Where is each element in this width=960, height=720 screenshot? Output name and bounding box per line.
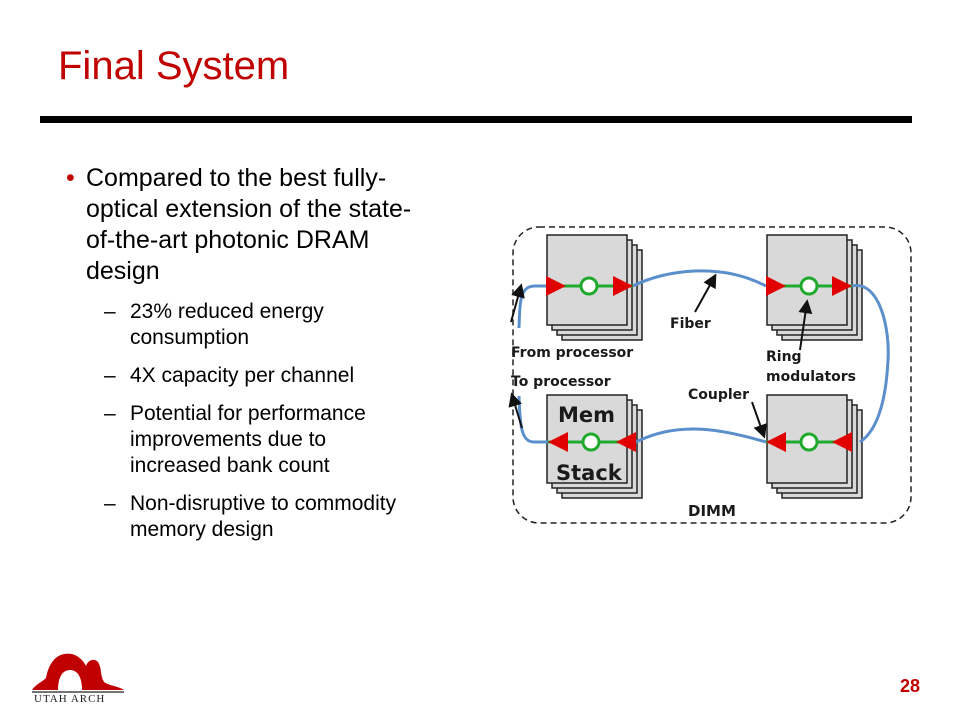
coupler-icon [548,432,568,452]
coupler-icon [766,432,786,452]
dash-marker: – [104,402,116,425]
label-modulators: modulators [766,369,856,385]
main-bullet-line: optical extension of the state- [86,195,412,223]
sub-bullet-capacity: – 4X capacity per channel [66,363,506,389]
coupler-icon [613,276,633,296]
sub-bullet-line: consumption [130,326,250,349]
sub-bullet-line: Potential for performance [130,402,366,425]
ring-modulator-icon [579,276,599,296]
coupler-icon [546,276,566,296]
coupler-icon [616,432,636,452]
sub-bullet-line: 23% reduced energy [130,300,324,323]
label-fiber: Fiber [670,316,711,332]
slide-title: Final System [58,44,290,88]
sub-bullet-line: improvements due to [130,428,327,451]
utah-arch-logo [32,653,124,693]
arrow-from-processor [510,283,525,323]
sub-bullet-line: Non-disruptive to commodity [130,492,397,515]
coupler-icon [832,276,852,296]
arch-icon [32,653,124,690]
label-from-processor: From processor [511,345,633,361]
bullet-list: • Compared to the best fully- optical ex… [66,163,506,555]
coupler-icon [766,276,786,296]
fiber-path-top [517,284,546,329]
logo-text: UTAH ARCH [34,693,106,705]
page-number: 28 [900,676,921,696]
sub-bullet-performance: – Potential for performance improvements… [66,401,506,479]
dash-marker: – [104,300,116,323]
main-bullet-line: of-the-art photonic DRAM [86,226,370,254]
main-bullet-line: Compared to the best fully- [86,164,387,192]
dimm-boundary [512,226,912,524]
ring-modulator-icon [799,432,819,452]
title-underline [40,116,912,123]
ring-modulator-icon [799,276,819,296]
photonic-dimm-diagram: Fiber From processor To processor Ring m… [508,226,912,524]
label-dimm: DIMM [688,502,736,520]
fiber-path-bottom-span [635,427,767,444]
label-stack: Stack [556,461,623,485]
sub-bullet-line: 4X capacity per channel [130,364,355,387]
label-ring: Ring [766,349,802,365]
label-to-processor: To processor [511,374,611,390]
label-mem: Mem [558,403,615,427]
dash-marker: – [104,364,116,387]
fiber-path-bottom [517,395,548,444]
sub-bullet-line: memory design [130,518,274,541]
arrow-ring-modulators [798,299,813,351]
sub-bullet-line: increased bank count [130,454,330,477]
main-bullet: • Compared to the best fully- optical ex… [66,163,506,287]
label-coupler: Coupler [688,387,749,403]
arrow-to-processor [508,392,523,429]
coupler-icon [832,432,852,452]
fiber-path-right [851,284,890,444]
arrow-fiber [694,273,717,313]
arrow-coupler [751,401,767,439]
main-bullet-line: design [86,257,160,285]
sub-bullet-nondisruptive: – Non-disruptive to commodity memory des… [66,491,506,543]
sub-bullet-energy: – 23% reduced energy consumption [66,299,506,351]
dash-marker: – [104,492,116,515]
fiber-path-top-span [632,269,767,288]
ring-modulator-icon [581,432,601,452]
sub-bullet-list: – 23% reduced energy consumption – 4X ca… [66,299,506,543]
mem-stack-bottom-right [766,394,863,499]
bullet-dot: • [66,164,75,192]
